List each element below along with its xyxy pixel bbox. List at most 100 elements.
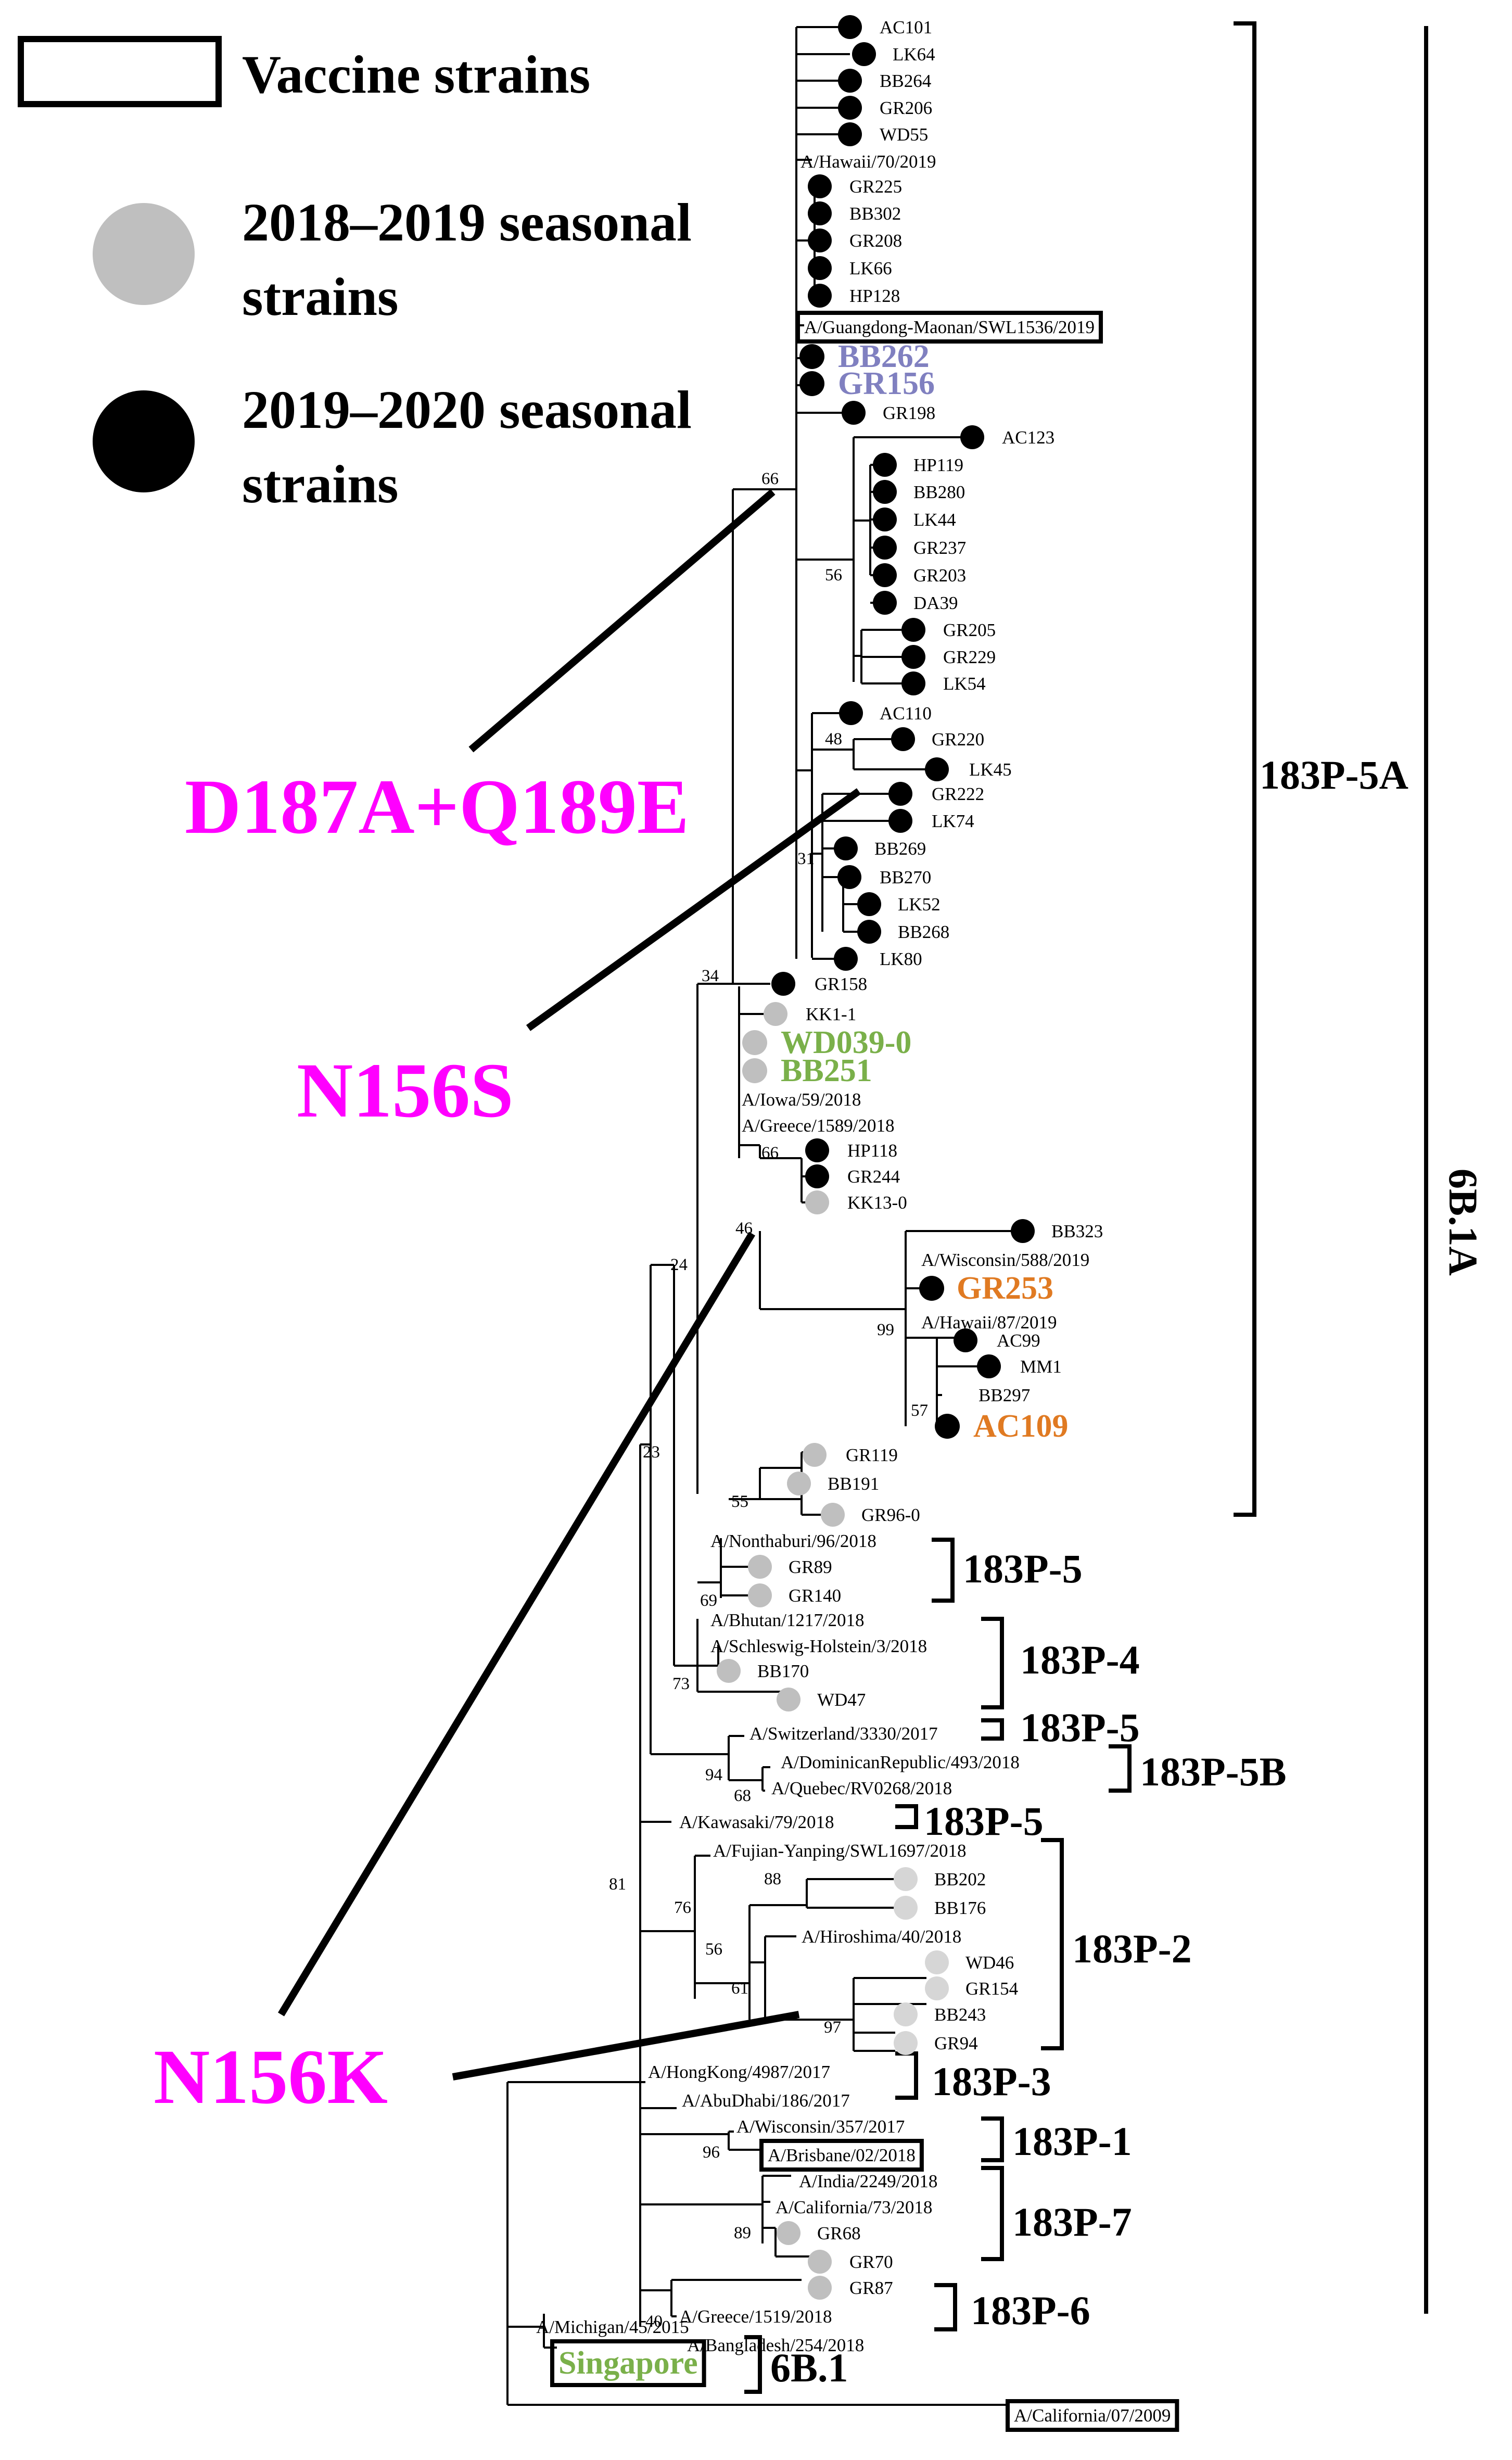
mutation-label-n156k: N156K: [154, 2034, 388, 2120]
leaf-label-hp118: HP118: [847, 1140, 897, 1161]
leaf-dot-bb264: [838, 69, 862, 93]
leaf-label-gr220: GR220: [932, 729, 984, 750]
leaf-dot-gr206: [838, 96, 862, 120]
leaf-label-wisconsin357: A/Wisconsin/357/2017: [736, 2116, 905, 2137]
leaf-dot-gr198: [842, 401, 866, 425]
bootstrap-value: 48: [825, 730, 842, 749]
leaf-dot-gr225: [808, 174, 832, 198]
leaf-label-switzerland: A/Switzerland/3330/2017: [749, 1723, 938, 1744]
vaccine-strain-box: [796, 311, 1103, 344]
leaf-label-gr237: GR237: [913, 538, 966, 558]
leaf-dot-gr229: [901, 645, 925, 669]
leaf-dot-bb302: [808, 201, 832, 225]
bootstrap-value: 56: [705, 1940, 722, 1959]
leaf-label-hongkong: A/HongKong/4987/2017: [648, 2062, 830, 2082]
leaf-label-california07: A/California/07/2009: [1014, 2405, 1171, 2426]
leaf-label-bb268: BB268: [898, 922, 949, 942]
leaf-dot-bb243: [894, 2002, 918, 2026]
leaf-dot-ac109: [935, 1414, 960, 1439]
leaf-dot-gr140: [748, 1583, 772, 1607]
leaf-dot-bb323: [1011, 1219, 1035, 1243]
clade-label-183p-3: 183P-3: [932, 2059, 1051, 2104]
leaf-dot-bb191: [787, 1472, 811, 1495]
mutation-labels: D187A+Q189E N156S N156K: [154, 764, 689, 2120]
leaf-label-singapore: Singapore: [558, 2345, 698, 2381]
leaf-label-wd55: WD55: [880, 124, 928, 145]
leaf-label-gr225: GR225: [849, 176, 902, 197]
leaf-label-gr158: GR158: [815, 974, 867, 994]
leaf-label-mm1: MM1: [1020, 1356, 1062, 1377]
leaf-label-gr96-0: GR96-0: [861, 1505, 920, 1525]
leaf-label-ac123: AC123: [1002, 427, 1054, 448]
leaf-label-bb297: BB297: [979, 1385, 1030, 1405]
leaf-label-wisconsin588: A/Wisconsin/588/2019: [921, 1250, 1089, 1270]
leaf-label-lk54: LK54: [943, 674, 986, 694]
leaf-dot-ac123: [960, 425, 984, 449]
leaf-dot-bb202: [894, 1867, 918, 1891]
clade-label-183p-5: 183P-5: [963, 1546, 1083, 1591]
bootstrap-value: 34: [702, 967, 719, 985]
leaf-dot-lk45: [925, 757, 949, 781]
leaf-label-ac110: AC110: [880, 703, 932, 724]
leaf-dot-bb170: [717, 1659, 741, 1683]
leaf-label-bb191: BB191: [828, 1474, 879, 1494]
clade-label-183p-5b: 183P-5B: [1140, 1749, 1287, 1794]
bootstrap-value: 23: [643, 1443, 660, 1462]
leaf-label-bb280: BB280: [913, 482, 965, 502]
leaf-label-hawaii70: A/Hawaii/70/2019: [801, 151, 936, 172]
leaf-dot-gr94: [894, 2031, 918, 2055]
leaf-dot-wd039-0: [742, 1030, 767, 1055]
leaf-dot-gr203: [873, 563, 897, 587]
leaf-label-greece1589: A/Greece/1589/2018: [742, 1115, 895, 1136]
leaf-dot-kk13-0: [805, 1190, 829, 1214]
leaf-dot-hp118: [805, 1138, 829, 1162]
bootstrap-value: 56: [825, 566, 842, 585]
leaf-dot-kk1-1: [764, 1002, 787, 1026]
leaf-dot-gr96-0: [821, 1503, 845, 1527]
leaf-dot-bb268: [857, 920, 881, 944]
clade-label-6b1: 6B.1: [770, 2345, 848, 2390]
leaf-label-lk66: LK66: [849, 258, 892, 278]
legend-grey-dot: [93, 203, 195, 305]
clade-label-183p-5: 183P-5: [1020, 1705, 1140, 1750]
leaf-label-gr156: GR156: [838, 366, 935, 401]
clade-label-183p-5: 183P-5: [924, 1798, 1044, 1844]
leaf-label-iowa59: A/Iowa/59/2018: [742, 1089, 861, 1110]
bootstrap-value: 24: [670, 1256, 688, 1274]
clade-label-183p-2: 183P-2: [1072, 1926, 1192, 1971]
leaf-dot-gr208: [808, 229, 832, 252]
clade-label-183p-7: 183P-7: [1012, 2199, 1132, 2245]
leaf-label-gr244: GR244: [847, 1166, 900, 1187]
leaf-dot-lk66: [808, 256, 832, 280]
leaf-label-gr89: GR89: [789, 1557, 832, 1577]
legend-black-dot: [93, 390, 195, 492]
leaf-dot-lk64: [852, 42, 876, 66]
leaf-dot-hp128: [808, 284, 832, 308]
bootstrap-value: 97: [824, 2018, 841, 2037]
leaf-dot-bb176: [894, 1896, 918, 1920]
leaf-label-bb170: BB170: [757, 1661, 809, 1681]
mutation-label-d187a-q189e: D187A+Q189E: [185, 764, 689, 850]
vaccine-strain-box: [1006, 2399, 1179, 2432]
leaf-dot-gr70: [808, 2250, 832, 2274]
leaf-label-ac99: AC99: [997, 1330, 1040, 1351]
leaf-label-california73: A/California/73/2018: [776, 2197, 932, 2217]
clade-brackets: [744, 21, 1428, 2394]
leaf-label-bb323: BB323: [1051, 1221, 1103, 1241]
leaf-label-brisbane: A/Brisbane/02/2018: [768, 2145, 916, 2165]
leaf-dot-gr89: [748, 1555, 772, 1579]
leaf-label-ac101: AC101: [880, 17, 932, 37]
leaf-dot-bb270: [837, 865, 861, 889]
leaf-dots: [717, 15, 1035, 2300]
leaf-label-guangdongmaonan: A/Guangdong-Maonan/SWL1536/2019: [804, 317, 1095, 337]
leaf-dot-gr205: [901, 618, 925, 642]
bootstrap-values: 66 56 48 31 34 66 46 24 99 57 23 55 69 7…: [609, 470, 928, 2331]
bootstrap-value: 76: [674, 1898, 691, 1917]
bootstrap-value: 81: [609, 1875, 626, 1894]
bootstrap-value: 46: [735, 1219, 753, 1238]
leaf-label-gr203: GR203: [913, 565, 966, 586]
bootstrap-value: 57: [911, 1401, 928, 1420]
leaf-label-schleswig: A/Schleswig-Holstein/3/2018: [710, 1636, 927, 1656]
leaf-label-hp119: HP119: [913, 455, 963, 475]
legend-2018-line2: strains: [242, 267, 398, 327]
